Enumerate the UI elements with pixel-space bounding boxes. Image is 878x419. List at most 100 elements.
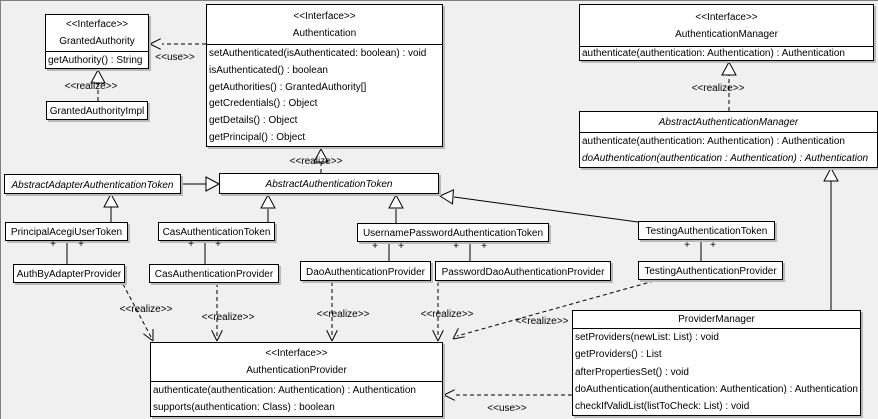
use-label: <<use>> <box>487 403 527 414</box>
edge-line <box>149 38 161 45</box>
class-method: authenticate(authentication: Authenticat… <box>582 136 845 147</box>
class-name: AbstractAdapterAuthenticationToken <box>11 179 174 191</box>
class-method: checkIfValidList(listToCheck: List) : vo… <box>575 400 750 412</box>
class-name: CasAuthenticationProvider <box>154 269 274 280</box>
class-method: setProviders(newList: List) : void <box>575 332 719 344</box>
class-abstract-authentication-token[interactable]: AbstractAuthenticationToken <box>219 173 439 194</box>
class-methods: getAuthority() : String <box>46 52 148 68</box>
realize-label: <<realize>> <box>64 81 118 92</box>
class-name: AuthenticationManager <box>675 28 778 40</box>
edge-line <box>437 330 444 342</box>
class-title: CasAuthenticationProvider <box>150 265 278 284</box>
class-title: AbstractAuthenticationToken <box>220 174 438 195</box>
class-methods: setAuthenticated(isAuthenticated: boolea… <box>207 45 442 146</box>
association-end-plus: + <box>398 241 404 252</box>
generalization-arrowhead <box>260 193 276 209</box>
class-title: <<Interface>>Authentication <box>207 5 442 45</box>
class-granted-authority-impl[interactable]: GrantedAuthorityImpl <box>46 101 148 120</box>
class-password-dao-authentication-provider[interactable]: PasswordDaoAuthenticationProvider <box>435 261 611 281</box>
class-stereotype: <<Interface>> <box>695 11 758 23</box>
association-end-plus: + <box>188 239 194 250</box>
class-username-password-authentication-token[interactable]: UsernamePasswordAuthenticationToken <box>357 223 549 242</box>
class-method: getPrincipal() : Object <box>209 132 306 144</box>
class-method: doAuthentication(authentication : Authen… <box>582 153 869 164</box>
class-name: DaoAuthenticationProvider <box>306 266 425 278</box>
association-end-plus: + <box>710 240 716 251</box>
class-title: <<Interface>>GrantedAuthority <box>46 15 148 52</box>
association-end-plus: + <box>372 241 378 252</box>
association-end-plus: + <box>78 239 84 250</box>
realize-label: <<realize>> <box>691 83 745 94</box>
edge-line <box>211 330 218 342</box>
class-method: authenticate(authentication: Authenticat… <box>153 385 416 396</box>
edge-line <box>432 330 439 342</box>
realize-label: <<realize>> <box>119 304 173 315</box>
class-method: supports(authentication: Class) : boolea… <box>153 402 335 413</box>
generalization-arrowhead <box>438 189 455 205</box>
class-name: CasAuthenticationToken <box>162 227 271 238</box>
association-end-plus: + <box>50 239 56 250</box>
realize-label: <<realize>> <box>515 316 569 327</box>
class-title: UsernamePasswordAuthenticationToken <box>358 224 548 243</box>
class-method: getCredentials() : Object <box>209 98 318 110</box>
class-name: AuthByAdapterProvider <box>16 269 122 280</box>
class-testing-authentication-token[interactable]: TestingAuthenticationToken <box>638 221 775 240</box>
class-cas-authentication-provider[interactable]: CasAuthenticationProvider <box>149 264 279 283</box>
class-title: AbstractAdapterAuthenticationToken <box>5 175 180 195</box>
class-title: DaoAuthenticationProvider <box>301 262 430 282</box>
edge-line <box>443 394 455 401</box>
class-methods: authenticate(authentication: Authenticat… <box>580 133 877 167</box>
class-name: GrantedAuthority <box>59 36 135 47</box>
association-end-plus: + <box>481 241 487 252</box>
class-title: TestingAuthenticationToken <box>639 222 774 241</box>
class-name: TestingAuthenticationToken <box>645 226 768 237</box>
class-testing-authentication-provider[interactable]: TestingAuthenticationProvider <box>638 261 783 280</box>
class-title: ProviderManager <box>573 311 860 329</box>
generalization-arrowhead <box>205 176 221 192</box>
class-methods: authenticate(authentication: Authenticat… <box>151 382 442 416</box>
class-provider-manager[interactable]: ProviderManager setProviders(newList: Lis… <box>572 310 861 416</box>
class-method: isAuthenticated() : boolean <box>209 64 328 76</box>
class-name: PrincipalAcegiUserToken <box>10 227 123 238</box>
class-principal-acegi-user-token[interactable]: PrincipalAcegiUserToken <box>5 222 128 241</box>
class-dao-authentication-provider[interactable]: DaoAuthenticationProvider <box>300 261 431 281</box>
class-title: TestingAuthenticationProvider <box>639 262 782 281</box>
edge-line <box>331 330 338 342</box>
edge-line <box>149 43 161 50</box>
realize-label: <<realize>> <box>316 309 370 320</box>
class-cas-authentication-token[interactable]: CasAuthenticationToken <box>158 222 275 241</box>
class-name: AbstractAuthenticationToken <box>265 179 393 190</box>
edge-line <box>452 328 459 340</box>
class-title: CasAuthenticationToken <box>159 223 274 242</box>
class-name: UsernamePasswordAuthenticationToken <box>362 228 544 239</box>
class-title: <<Interface>> AuthenticationManager <box>580 5 873 47</box>
class-title: PasswordDaoAuthenticationProvider <box>436 262 610 282</box>
realize-label: <<realize>> <box>420 309 474 320</box>
edge-line <box>452 336 465 340</box>
class-method: getAuthorities() : GrantedAuthority[] <box>209 81 367 93</box>
generalization-arrowhead <box>823 166 839 182</box>
class-name: TestingAuthenticationProvider <box>644 266 777 277</box>
generalization-arrowhead <box>313 147 329 163</box>
generalization-arrowhead <box>721 60 737 76</box>
class-authentication-manager[interactable]: <<Interface>> AuthenticationManager authen… <box>579 4 874 61</box>
class-name: GrantedAuthorityImpl <box>49 106 145 117</box>
class-methods: authenticate(authentication: Authenticat… <box>580 47 873 60</box>
edge-line <box>456 280 655 337</box>
association-end-plus: + <box>684 240 690 251</box>
realize-label: <<realize>> <box>289 156 343 167</box>
class-auth-by-adapter-provider[interactable]: AuthByAdapterProvider <box>13 264 125 283</box>
edge-line <box>216 330 223 342</box>
class-title: AuthByAdapterProvider <box>14 265 124 284</box>
class-name: ProviderManager <box>678 314 755 325</box>
class-title: PrincipalAcegiUserToken <box>6 223 127 242</box>
edge-line <box>122 283 152 338</box>
association-end-plus: + <box>453 241 459 252</box>
edge-line <box>443 389 455 396</box>
class-abstract-adapter-authentication-token[interactable]: AbstractAdapterAuthenticationToken <box>4 174 181 194</box>
